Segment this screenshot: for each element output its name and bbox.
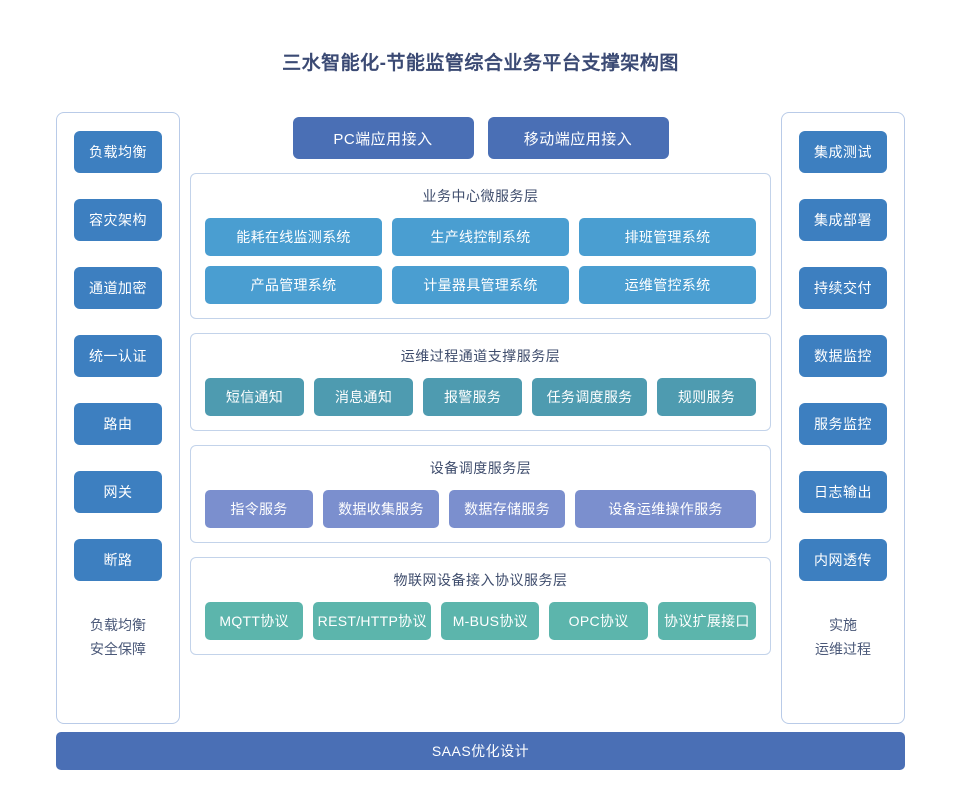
node-command-service[interactable]: 指令服务 xyxy=(205,490,313,528)
access-row: PC端应用接入 移动端应用接入 xyxy=(190,117,771,159)
layer-ops-title: 运维过程通道支撑服务层 xyxy=(400,348,561,364)
layer-iot-protocol-access: 物联网设备接入协议服务层 MQTT协议 REST/HTTP协议 M-BUS协议 … xyxy=(190,557,771,655)
right-support-column: 集成测试 集成部署 持续交付 数据监控 服务监控 日志输出 内网透传 实施 运维… xyxy=(781,112,905,724)
right-chip-log-output[interactable]: 日志输出 xyxy=(799,471,887,513)
left-chip-load-balance[interactable]: 负载均衡 xyxy=(74,131,162,173)
layer-business-row-2: 产品管理系统 计量器具管理系统 运维管控系统 xyxy=(205,266,756,304)
access-chip-mobile[interactable]: 移动端应用接入 xyxy=(487,117,669,159)
node-energy-monitoring-system[interactable]: 能耗在线监测系统 xyxy=(205,218,382,256)
layer-ops-channel-support: 运维过程通道支撑服务层 短信通知 消息通知 报警服务 任务调度服务 规则服务 xyxy=(190,333,771,431)
right-column-footer-line2: 运维过程 xyxy=(815,641,871,657)
node-shift-management-system[interactable]: 排班管理系统 xyxy=(579,218,756,256)
layer-business-microservice: 业务中心微服务层 能耗在线监测系统 生产线控制系统 排班管理系统 产品管理系统 … xyxy=(190,173,771,319)
layer-iot-row-1: MQTT协议 REST/HTTP协议 M-BUS协议 OPC协议 协议扩展接口 xyxy=(205,602,756,640)
node-ops-control-system[interactable]: 运维管控系统 xyxy=(579,266,756,304)
node-metering-device-management-system[interactable]: 计量器具管理系统 xyxy=(392,266,569,304)
left-chip-gateway[interactable]: 网关 xyxy=(74,471,162,513)
right-chip-integration-testing[interactable]: 集成测试 xyxy=(799,131,887,173)
left-support-column: 负载均衡 容灾架构 通道加密 统一认证 路由 网关 断路 负载均衡 安全保障 xyxy=(56,112,180,724)
right-chip-integration-deployment[interactable]: 集成部署 xyxy=(799,199,887,241)
node-production-line-control-system[interactable]: 生产线控制系统 xyxy=(392,218,569,256)
bottom-bar-saas-optimization[interactable]: SAAS优化设计 xyxy=(56,732,905,770)
right-chip-continuous-delivery[interactable]: 持续交付 xyxy=(799,267,887,309)
left-column-footer-line1: 负载均衡 xyxy=(90,617,146,633)
node-mqtt-protocol[interactable]: MQTT协议 xyxy=(205,602,304,640)
layer-device-row-1: 指令服务 数据收集服务 数据存储服务 设备运维操作服务 xyxy=(205,490,756,528)
left-chip-channel-encryption[interactable]: 通道加密 xyxy=(74,267,162,309)
layer-ops-row-1: 短信通知 消息通知 报警服务 任务调度服务 规则服务 xyxy=(205,378,756,416)
left-column-footer-line2: 安全保障 xyxy=(90,641,146,657)
node-rest-http-protocol[interactable]: REST/HTTP协议 xyxy=(313,602,432,640)
access-chip-pc[interactable]: PC端应用接入 xyxy=(292,117,474,159)
node-data-storage-service[interactable]: 数据存储服务 xyxy=(449,490,565,528)
layer-business-title: 业务中心微服务层 xyxy=(422,188,539,204)
right-chip-service-monitoring[interactable]: 服务监控 xyxy=(799,403,887,445)
node-alarm-service[interactable]: 报警服务 xyxy=(423,378,523,416)
layer-device-scheduling: 设备调度服务层 指令服务 数据收集服务 数据存储服务 设备运维操作服务 xyxy=(190,445,771,543)
left-column-footer: 负载均衡 安全保障 xyxy=(90,613,146,661)
node-rule-service[interactable]: 规则服务 xyxy=(656,378,756,416)
right-column-footer-line1: 实施 xyxy=(829,617,857,633)
left-chip-unified-auth[interactable]: 统一认证 xyxy=(74,335,162,377)
node-sms-notification[interactable]: 短信通知 xyxy=(205,378,305,416)
node-device-ops-operation-service[interactable]: 设备运维操作服务 xyxy=(575,490,756,528)
layer-device-title: 设备调度服务层 xyxy=(429,460,532,476)
left-chip-circuit-breaker[interactable]: 断路 xyxy=(74,539,162,581)
node-data-collection-service[interactable]: 数据收集服务 xyxy=(323,490,439,528)
right-column-footer: 实施 运维过程 xyxy=(815,613,871,661)
left-chip-routing[interactable]: 路由 xyxy=(74,403,162,445)
node-protocol-extension-interface[interactable]: 协议扩展接口 xyxy=(657,602,756,640)
layer-business-row-1: 能耗在线监测系统 生产线控制系统 排班管理系统 xyxy=(205,218,756,256)
node-mbus-protocol[interactable]: M-BUS协议 xyxy=(441,602,540,640)
diagram-stage: 负载均衡 容灾架构 通道加密 统一认证 路由 网关 断路 负载均衡 安全保障 P… xyxy=(56,112,905,724)
layer-iot-title: 物联网设备接入协议服务层 xyxy=(393,572,568,588)
node-task-scheduling-service[interactable]: 任务调度服务 xyxy=(532,378,647,416)
left-chip-disaster-recovery[interactable]: 容灾架构 xyxy=(74,199,162,241)
node-message-notification[interactable]: 消息通知 xyxy=(314,378,414,416)
node-opc-protocol[interactable]: OPC协议 xyxy=(549,602,648,640)
center-stack: PC端应用接入 移动端应用接入 业务中心微服务层 能耗在线监测系统 生产线控制系… xyxy=(190,112,771,724)
right-chip-intranet-tunneling[interactable]: 内网透传 xyxy=(799,539,887,581)
right-chip-data-monitoring[interactable]: 数据监控 xyxy=(799,335,887,377)
page-title: 三水智能化-节能监管综合业务平台支撑架构图 xyxy=(282,53,679,74)
node-product-management-system[interactable]: 产品管理系统 xyxy=(205,266,382,304)
